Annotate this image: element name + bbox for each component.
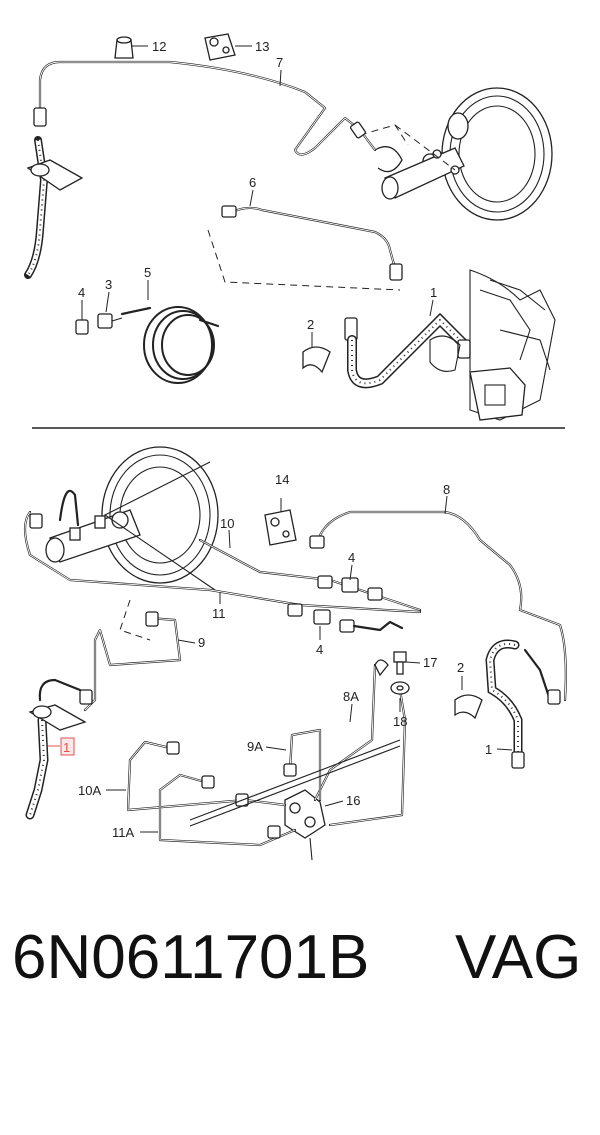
lower-diagram xyxy=(23,446,567,861)
label-9A: 9A xyxy=(247,739,263,754)
washer-18 xyxy=(390,681,410,695)
brake-pipe-6 xyxy=(207,205,403,291)
clip-2-upper xyxy=(302,346,331,374)
brake-hose-1-lower-right xyxy=(485,639,561,769)
label-7: 7 xyxy=(276,55,283,70)
part-labels: 12 13 7 6 5 3 4 1 2 14 8 10 4 11 9 4 17 … xyxy=(48,39,492,840)
leader-lines xyxy=(81,45,513,833)
label-3: 3 xyxy=(105,277,112,292)
fittings-4-lower-a xyxy=(317,575,383,601)
upper-diagram xyxy=(24,33,556,421)
bolt-17 xyxy=(393,651,407,675)
label-17: 17 xyxy=(423,655,437,670)
fittings-4-lower-b xyxy=(287,603,404,633)
brake-hose-1-lower-left xyxy=(25,678,93,820)
clip-13 xyxy=(204,33,236,61)
part-number: 6N0611701B xyxy=(12,923,370,992)
brake-pipe-9 xyxy=(83,599,182,712)
svg-text:1: 1 xyxy=(63,740,70,755)
label-13: 13 xyxy=(255,39,269,54)
brake-hose-upper-left xyxy=(24,136,84,279)
grommet-12 xyxy=(114,36,134,59)
label-1-upper: 1 xyxy=(430,285,437,300)
label-6: 6 xyxy=(249,175,256,190)
label-11A: 11A xyxy=(112,825,134,840)
clip-2-lower xyxy=(454,694,483,720)
brake-pipe-coil-5 xyxy=(120,306,220,384)
pressure-regulator-valve-16 xyxy=(284,789,326,861)
label-18: 18 xyxy=(393,714,407,729)
master-cylinder-lower xyxy=(45,489,141,563)
label-16: 16 xyxy=(346,793,360,808)
label-5: 5 xyxy=(144,265,151,280)
label-4-lower-b: 4 xyxy=(316,642,323,657)
label-1-lower-right: 1 xyxy=(485,742,492,757)
brand-name: VAG xyxy=(455,923,582,992)
label-4-lower-a: 4 xyxy=(348,550,355,565)
brake-hose-1-upper xyxy=(344,312,471,389)
label-12: 12 xyxy=(152,39,166,54)
brake-pipe-8 xyxy=(309,510,567,702)
brake-line-diagram: 12 13 7 6 5 3 4 1 2 14 8 10 4 11 9 4 17 … xyxy=(23,33,567,861)
label-10A: 10A xyxy=(78,783,101,798)
brake-pipe-7 xyxy=(33,60,377,156)
label-10: 10 xyxy=(220,516,234,531)
label-8A: 8A xyxy=(343,689,359,704)
fittings-3-4 xyxy=(75,313,123,335)
label-1-highlighted: 1 xyxy=(48,737,75,756)
label-2-upper: 2 xyxy=(307,317,314,332)
label-2-lower: 2 xyxy=(457,660,464,675)
clip-14 xyxy=(264,509,297,546)
master-cylinder-upper xyxy=(374,146,465,200)
caption: 6N0611701B VAG xyxy=(0,922,600,1022)
label-14: 14 xyxy=(275,472,289,487)
label-8: 8 xyxy=(443,482,450,497)
label-9: 9 xyxy=(198,635,205,650)
label-11: 11 xyxy=(212,606,226,621)
brake-pipes-8A-9A-10A-11A xyxy=(126,659,407,847)
strut-assembly-upper xyxy=(429,269,556,421)
brake-pipe-10-11 xyxy=(23,510,422,614)
label-4-upper: 4 xyxy=(78,285,85,300)
